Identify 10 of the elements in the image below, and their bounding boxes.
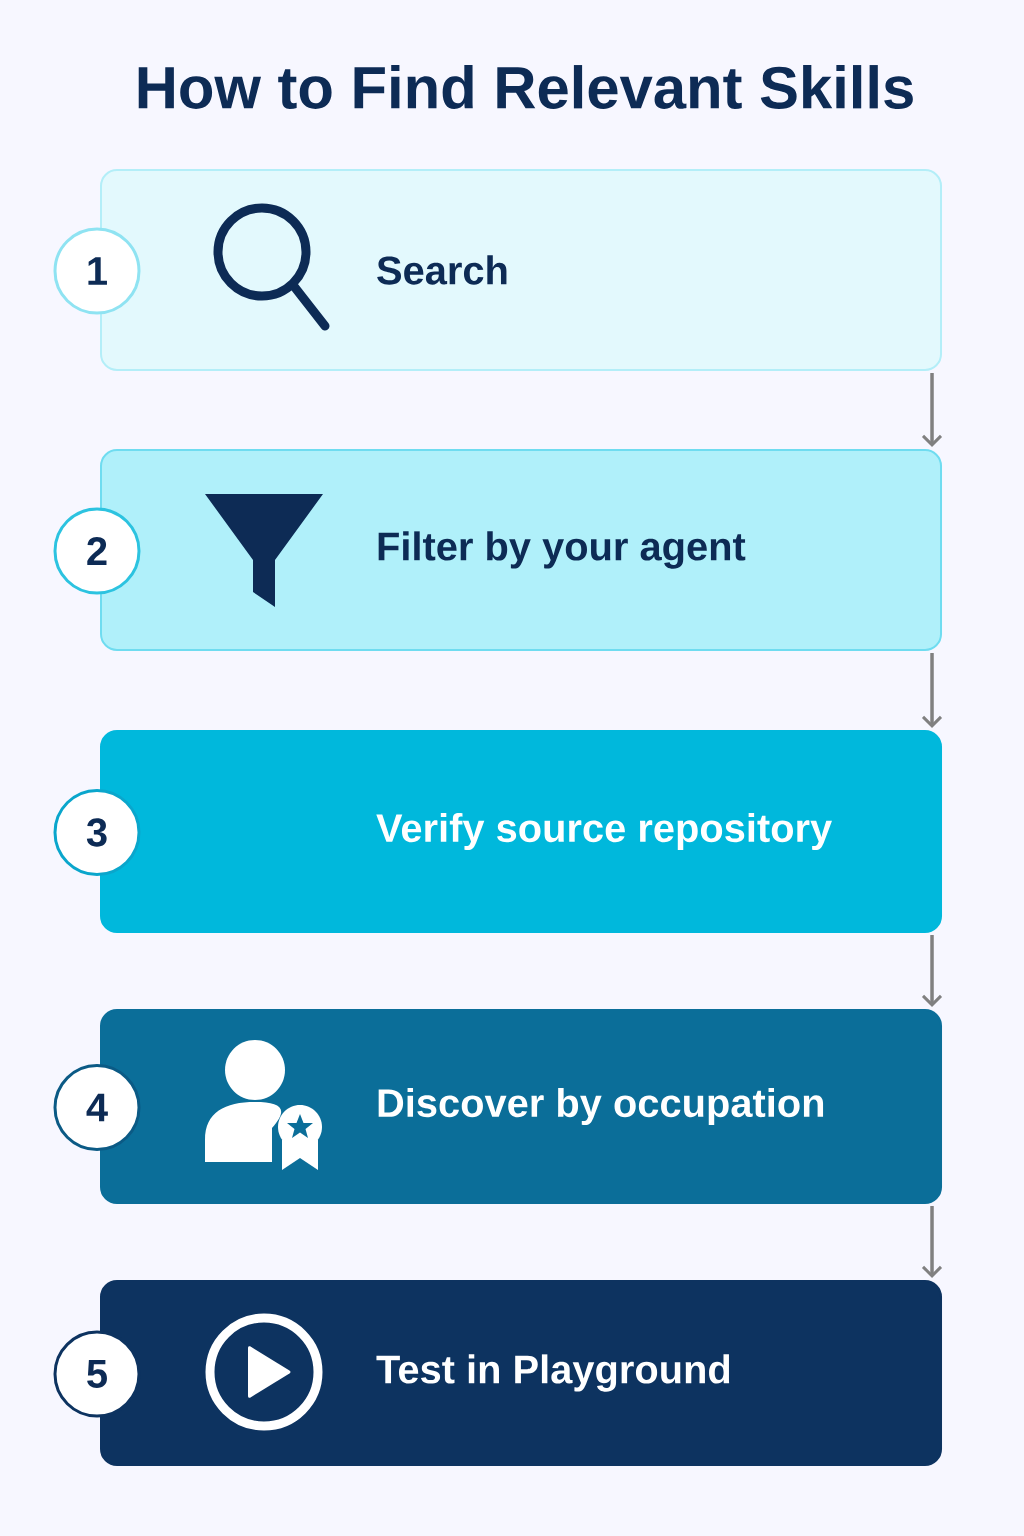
arrow	[921, 653, 943, 728]
step-number: 2	[53, 507, 141, 595]
step-number: 4	[53, 1064, 141, 1151]
arrow	[921, 1206, 943, 1278]
step-number: 5	[53, 1330, 141, 1418]
title: How to Find Relevant Skills	[138, 65, 913, 109]
step-number: 1	[53, 227, 141, 315]
step-number: 3	[53, 789, 141, 876]
arrow	[921, 935, 943, 1007]
arrow	[921, 373, 943, 447]
